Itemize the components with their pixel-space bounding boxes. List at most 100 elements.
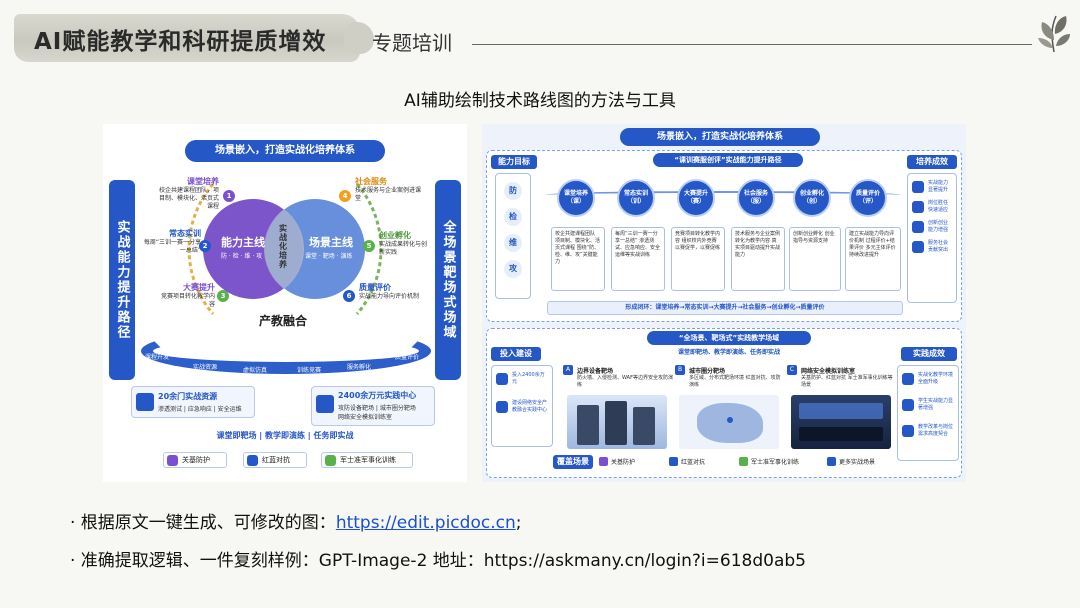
- shield-icon: [167, 455, 178, 466]
- left-figure-title: 场景嵌入，打造实战化培养体系: [185, 140, 385, 162]
- title-brush-background: [14, 14, 374, 62]
- result-4: 服务社会贡献突出: [912, 240, 952, 254]
- handshake-icon: [902, 425, 914, 437]
- result-1-label: 实战能力显著提升: [928, 180, 949, 193]
- briefcase-icon: [912, 201, 924, 213]
- right-figure: 场景嵌入，打造实战化培养体系 “课训赛服创评”实战能力提升路径 能力目标 防 检…: [482, 124, 966, 482]
- cover-head: 覆盖场景: [553, 455, 593, 469]
- tag-2-label: 红蓝对抗: [262, 456, 290, 464]
- picdoc-link[interactable]: https://edit.picdoc.cn: [335, 513, 516, 533]
- num-6: 6: [343, 290, 355, 302]
- book-icon: [136, 393, 154, 411]
- cover-1-label: 关基防护: [611, 459, 636, 466]
- invest-2: 建设网络安全产教融合实践中心: [496, 400, 548, 414]
- cover-4: 更多实战场景: [827, 457, 875, 466]
- scene-a: A 边界设备靶场 防火墙、入侵检测、WAF等边界安全攻防演练: [563, 365, 673, 451]
- practice-column: 实战化教学环境全面升级 学生实战能力显著增强 教学改革与岗位需求高度契合: [897, 365, 959, 461]
- invest-column: 投入2400余万元 建设网络安全产教融合实践中心: [491, 365, 553, 447]
- building-icon: [316, 395, 334, 413]
- resource-box: 20余门实战资源 渗透测试 | 应急响应 | 安全运维: [131, 386, 255, 418]
- left-item-2: 常态实训 每周“三训一赛一分享一总结”: [143, 228, 201, 255]
- left-item-1-title: 课堂培养: [187, 177, 219, 186]
- result-4-label: 服务社会贡献突出: [928, 240, 949, 253]
- lower-subtitle: 课堂即靶场、教学即演练、任务即实战: [677, 349, 780, 356]
- loop-statement: 形成闭环：课堂培养→常态实训→大赛提升→社会服务→创业孵化→质量评价: [547, 301, 903, 315]
- bullet-1: · 根据原文一键生成、可修改的图：https://edit.picdoc.cn;: [70, 508, 521, 533]
- scene-b: B 城市圈分靶场 多区域、分布式靶场环境 红蓝对抗、攻防演练: [675, 365, 785, 451]
- server-rack-image: [567, 395, 667, 449]
- band-step-3: 虚拟仿真: [243, 367, 268, 374]
- ability-column: 防 检 维 攻: [495, 173, 531, 299]
- resource-desc: 渗透测试 | 应急响应 | 安全运维: [158, 406, 242, 413]
- header-rule: [472, 44, 1032, 45]
- ability-detect: 检: [504, 208, 522, 226]
- scene-c: C 网络安全模拟训练室 关基防护、红蓝对抗 军士准军事化训练等场景: [787, 365, 897, 451]
- leaf-icon: [1038, 15, 1070, 53]
- step-training: 常态实训（训）: [617, 179, 655, 217]
- step-evaluation: 质量评价（评）: [849, 179, 887, 217]
- scene-c-label: C: [787, 365, 797, 375]
- band-step-6: 质量评价: [395, 354, 420, 361]
- database-icon: [496, 373, 508, 385]
- band-labels: 课程开发 实战资源 虚拟仿真 训练竞赛 服务孵化 质量评价: [141, 350, 431, 374]
- left-item-3-desc: 竞赛项目转化教学内容: [160, 293, 215, 308]
- main-title: AI赋能教学和科研提质增效: [34, 29, 327, 55]
- page-heading: AI辅助绘制技术路线图的方法与工具: [404, 91, 676, 111]
- left-item-1: 课堂培养 校企共建课程团队，项目制、模块化、活页式课程: [155, 176, 219, 211]
- scene-b-label: B: [675, 365, 685, 375]
- left-sidebar-path: 实战能力提升路径: [109, 180, 135, 380]
- result-3: 创新创业能力增强: [912, 220, 952, 234]
- step-contest: 大赛提升（赛）: [677, 179, 715, 217]
- left-item-2-title: 常态实训: [169, 229, 201, 238]
- scene-b-title: 城市圈分靶场: [689, 368, 726, 375]
- lower-title: “全场景、靶场式”实践教学场域: [647, 331, 811, 345]
- scene-mainline-sub: 课堂 · 靶场 · 演练: [305, 253, 353, 260]
- band-step-1: 课程开发: [145, 354, 170, 361]
- tag-critical-protection: 关基防护: [163, 452, 227, 468]
- invest-2-label: 建设网络安全产教融合实践中心: [512, 400, 548, 413]
- right-figure-title: 场景嵌入，打造实战化培养体系: [620, 128, 820, 146]
- card-incubation: 创新创业孵化 创业指导与资源支持: [789, 227, 841, 291]
- practice-3: 教学改革与岗位需求高度契合: [902, 424, 954, 438]
- invest-1-label: 投入2400余万元: [512, 372, 545, 385]
- monitor-icon: [902, 373, 914, 385]
- ability-defend: 防: [504, 182, 522, 200]
- practice-1-label: 实战化教学环境全面升级: [918, 372, 954, 385]
- right-sidebar-field: 全场景靶场式场域: [435, 180, 461, 380]
- right-item-6: 质量评价 实战能力导向评价机制: [359, 282, 427, 301]
- band-step-4: 训练竞赛: [297, 367, 322, 374]
- card-training: 每周“三训一赛一分享一总结” 渗透测试、应急响应、安全运维等实战训练: [611, 227, 665, 291]
- practice-1: 实战化教学环境全面升级: [902, 372, 954, 386]
- cover-2-label: 红蓝对抗: [681, 459, 706, 466]
- chart-icon: [912, 181, 924, 193]
- cover-3-label: 军士准军事化训练: [751, 459, 800, 466]
- ability-maintain: 维: [504, 234, 522, 252]
- card-class: 校企共建课程团队 项目制、模块化、活页式课程 围绕“防、检、维、攻”关键能力: [551, 227, 605, 291]
- step-incubation: 创业孵化（创）: [793, 179, 831, 217]
- result-head: 培养成效: [907, 155, 957, 169]
- result-2: 岗位胜任快速适应: [912, 200, 952, 214]
- bullet-1-suffix: ;: [515, 513, 522, 533]
- right-item-5-desc: 实战成果转化与创新实践: [379, 241, 428, 256]
- left-item-2-desc: 每周“三训一赛一分享一总结”: [143, 239, 201, 254]
- result-3-label: 创新创业能力增强: [928, 220, 949, 233]
- scene-a-label: A: [563, 365, 573, 375]
- soldier-icon: [325, 455, 336, 466]
- sub-title: 专题培训: [372, 31, 452, 55]
- center-box: 2400余万元实践中心 攻防设备靶场 | 城市圈分靶场 网络安全模拟训练室: [311, 386, 435, 426]
- shield-icon: [599, 457, 608, 466]
- bullet-1-prefix: · 根据原文一键生成、可修改的图：: [70, 513, 336, 533]
- result-2-label: 岗位胜任快速适应: [928, 200, 949, 213]
- center-practical-training: 实战化培养: [279, 224, 287, 269]
- upper-panel: “课训赛服创评”实战能力提升路径 能力目标 防 检 维 攻 培养成效 实战能力显…: [486, 150, 962, 322]
- practice-2: 学生实战能力显著增强: [902, 398, 954, 412]
- target-icon: [247, 455, 258, 466]
- tag-1-label: 关基防护: [182, 456, 210, 464]
- left-item-1-desc: 校企共建课程团队，项目制、模块化、活页式课程: [158, 187, 219, 210]
- tri-statement: 课堂即靶场 | 教学即演练 | 任务即实战: [216, 431, 354, 440]
- right-item-4-desc: 技术服务与企业案例进课堂: [355, 187, 422, 202]
- tag-3-label: 军士准军事化训练: [340, 456, 396, 464]
- upper-subtitle: “课训赛服创评”实战能力提升路径: [653, 153, 803, 167]
- right-item-5: 创业孵化 实战成果转化与创新实践: [379, 230, 431, 257]
- left-item-3: 大赛提升 竞赛项目转化教学内容: [159, 282, 215, 309]
